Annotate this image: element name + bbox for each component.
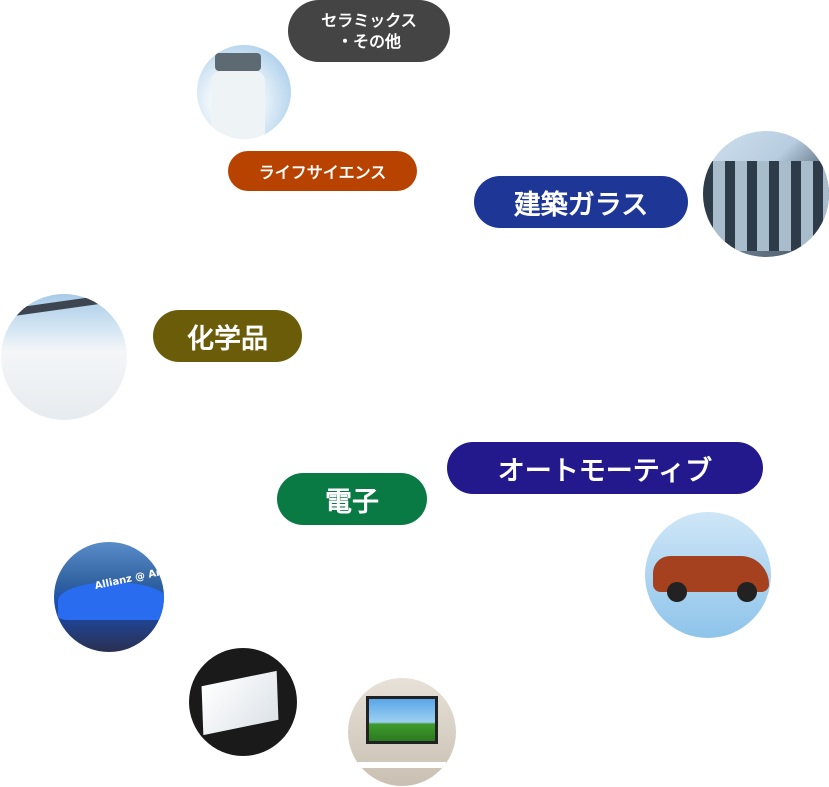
category-chemicals-button[interactable]: 化学品 [153, 310, 302, 362]
category-glass-button[interactable]: 建築ガラス [474, 176, 688, 228]
building-image[interactable] [703, 131, 829, 257]
category-lifescience-button[interactable]: ライフサイエンス [228, 151, 417, 191]
tv-image[interactable] [348, 678, 456, 786]
category-electronics-button[interactable]: 電子 [277, 473, 427, 525]
vial-image[interactable] [197, 45, 291, 139]
category-automotive-button[interactable]: オートモーティブ [447, 442, 763, 494]
glass-plate-image[interactable] [189, 648, 297, 756]
stadium-image[interactable]: Allianz @ Arena [54, 542, 164, 652]
chemicals-image[interactable] [1, 294, 127, 420]
category-ceramics-button[interactable]: セラミックス ・その他 [288, 0, 450, 62]
car-image[interactable] [645, 512, 771, 638]
